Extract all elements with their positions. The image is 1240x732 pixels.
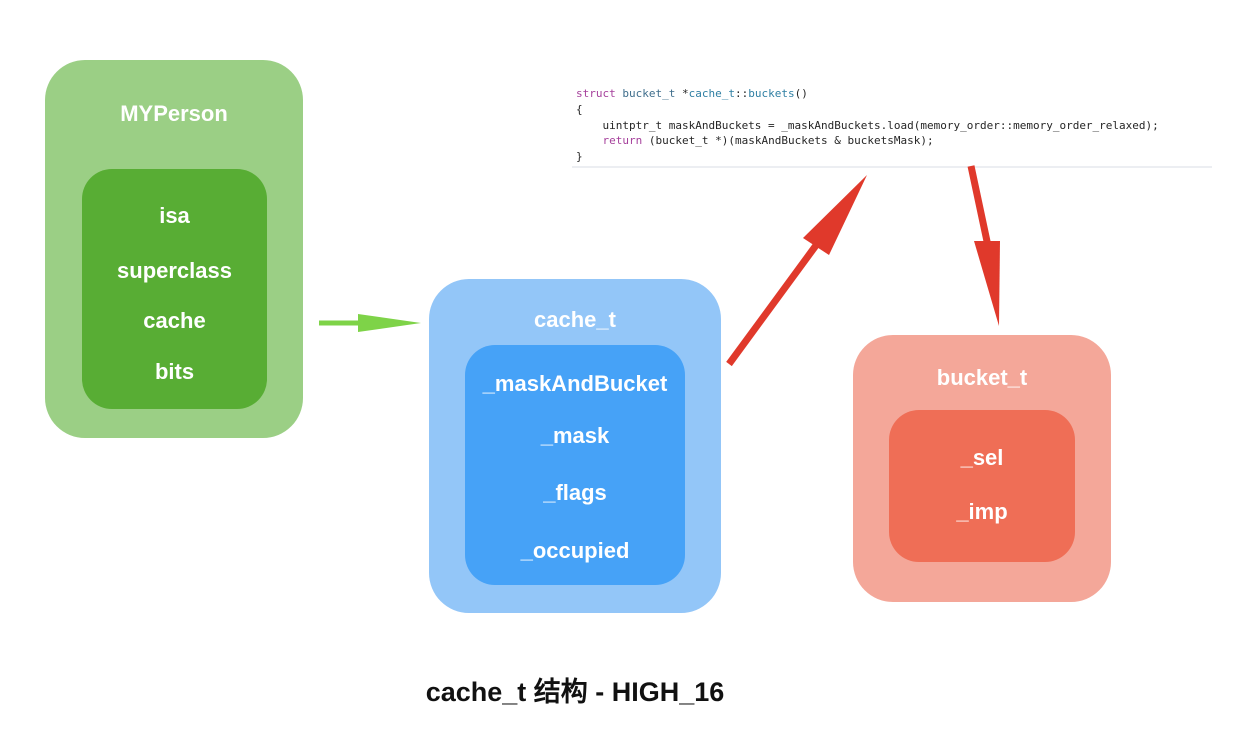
code-snippet: struct bucket_t *cache_t::buckets() { ui…: [572, 80, 1212, 168]
code-token: (bucket_t *)(maskAndBuckets & bucketsMas…: [642, 134, 934, 147]
bucket-t-node: bucket_t _sel _imp: [853, 335, 1111, 602]
field-cache: cache: [143, 308, 206, 333]
bucket-t-title: bucket_t: [936, 365, 1028, 390]
code-token: }: [576, 150, 583, 163]
code-token: return: [602, 134, 643, 147]
cache-t-fields: _maskAndBucket _mask _flags _occupied: [465, 345, 685, 585]
field-superclass: superclass: [117, 258, 232, 283]
cache-t-node: cache_t _maskAndBucket _mask _flags _occ…: [429, 279, 721, 613]
code-token: buckets: [748, 87, 795, 100]
arrow-cache-to-code: [726, 175, 867, 367]
field-maskandbucket: _maskAndBucket: [482, 371, 668, 396]
myperson-title: MYPerson: [120, 101, 228, 126]
field-mask: _mask: [540, 423, 610, 448]
cache-t-title: cache_t: [534, 307, 616, 332]
code-line: }: [576, 150, 583, 164]
diagram-caption: cache_t 结构 - HIGH_16: [425, 677, 725, 707]
arrow-myperson-to-cache: [319, 314, 421, 332]
field-bits: bits: [154, 359, 195, 384]
myperson-node: MYPerson isa superclass cache bits: [45, 60, 303, 438]
myperson-fields: isa superclass cache bits: [82, 169, 267, 409]
field-flags: _flags: [543, 480, 607, 505]
code-token: struct: [576, 87, 616, 100]
code-token: [576, 134, 603, 147]
code-token: {: [576, 103, 583, 116]
bucket-t-fields: _sel _imp: [889, 410, 1075, 562]
field-isa: isa: [159, 203, 190, 228]
code-token: cache_t: [688, 87, 735, 100]
field-sel: _sel: [960, 445, 1004, 470]
code-line: {: [576, 103, 583, 117]
code-token: uintptr_t maskAndBuckets = _maskAndBucke…: [576, 119, 1159, 132]
code-line: uintptr_t maskAndBuckets = _maskAndBucke…: [576, 119, 1159, 133]
field-imp: _imp: [956, 499, 1008, 524]
code-line: return (bucket_t *)(maskAndBuckets & buc…: [576, 134, 934, 148]
arrow-code-to-bucket: [967, 165, 1000, 326]
code-token: (): [794, 87, 808, 100]
code-token: *: [675, 87, 689, 100]
code-line: struct bucket_t *cache_t::buckets(): [576, 87, 808, 101]
code-token: bucket_t: [622, 87, 676, 100]
code-token: ::: [734, 87, 749, 100]
field-occupied: _occupied: [520, 538, 630, 563]
